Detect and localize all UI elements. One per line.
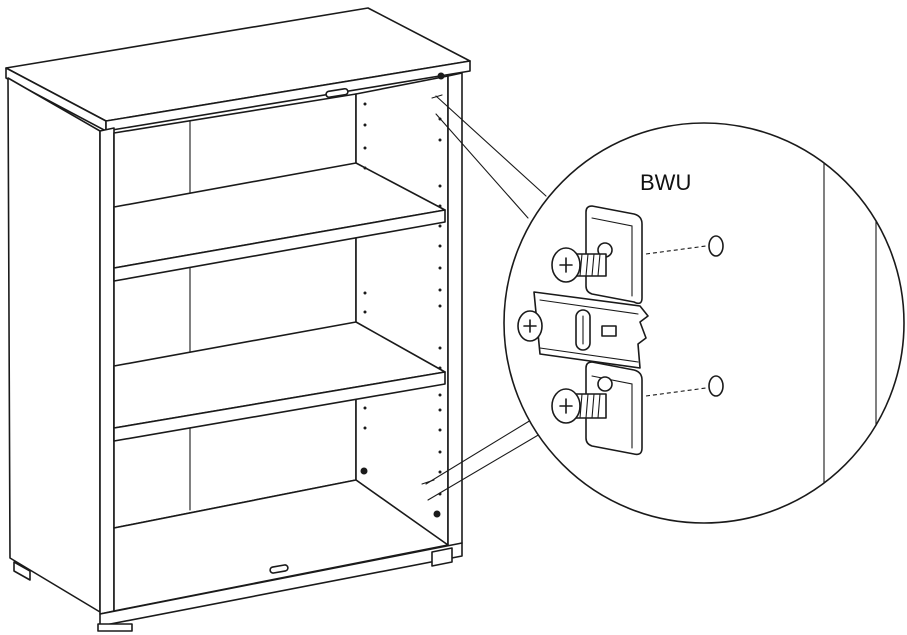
plinth-slot: [269, 564, 289, 574]
upper-screw: [551, 247, 607, 283]
connector-hole-top: [437, 72, 445, 80]
callout-label: BWU: [640, 170, 691, 195]
right-side-front-edge: [447, 72, 463, 549]
foot-right: [431, 547, 453, 567]
back-panel: [113, 93, 357, 529]
lower-bracket-hole: [597, 376, 613, 392]
rail-notch: [601, 325, 617, 337]
lower-screw: [551, 388, 607, 424]
leader-lines: [425, 95, 547, 501]
foot-front-left: [97, 623, 133, 632]
connector-hole-bottom-left: [360, 467, 368, 475]
left-side-front-edge: [99, 127, 115, 615]
plinth: [99, 542, 463, 627]
lower-alignment-line: [645, 387, 707, 397]
shelf-middle-front: [113, 371, 446, 442]
upper-bracket-plate: [585, 205, 643, 305]
foot-back-left: [13, 561, 31, 581]
lower-target-hole: [708, 375, 724, 397]
left-side-panel: [7, 77, 101, 613]
bookcase: [5, 7, 471, 632]
top-rail-slot: [325, 87, 349, 99]
right-side-inner: [355, 75, 449, 549]
upper-alignment-line: [645, 245, 707, 255]
middle-screw: [517, 310, 543, 342]
upper-target-hole: [708, 235, 724, 257]
connector-hole-bottom-right: [433, 510, 441, 518]
shelf-top-front: [113, 209, 446, 282]
top-panel-side-edge: [105, 60, 471, 132]
detail-callout: BWU: [503, 122, 905, 524]
